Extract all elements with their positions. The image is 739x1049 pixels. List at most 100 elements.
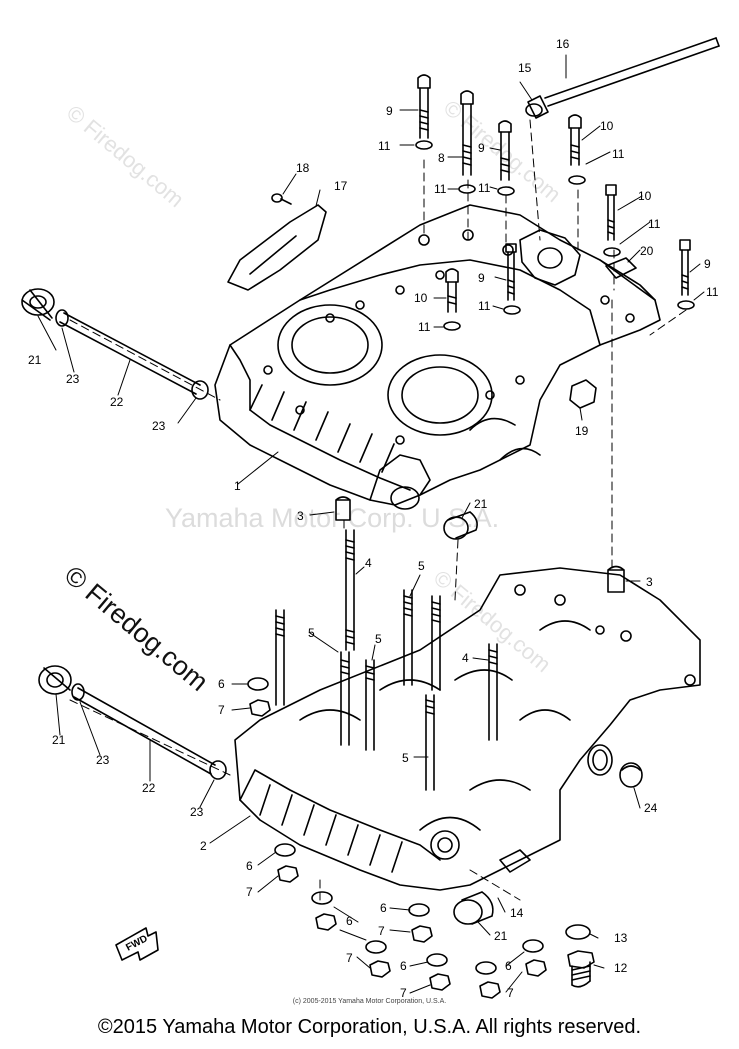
callout-12: 12 — [614, 961, 628, 975]
screw-18 — [271, 193, 292, 205]
cover-17 — [227, 204, 327, 291]
callout-6: 6 — [400, 959, 407, 973]
callout-21: 21 — [28, 353, 42, 367]
stud-5-c — [365, 659, 375, 751]
stud-5-d — [403, 589, 413, 686]
callout-21: 21 — [474, 497, 488, 511]
callout-10: 10 — [600, 119, 614, 133]
bolt-9-mid — [497, 120, 515, 196]
collar-23-b — [191, 380, 209, 400]
callout-23: 23 — [190, 805, 204, 819]
callout-5: 5 — [375, 632, 382, 646]
assembly-guide-lines — [69, 119, 687, 901]
breather-pipe-16 — [544, 37, 720, 107]
bushing-21-mid — [443, 511, 478, 540]
callout-11: 11 — [418, 320, 431, 334]
callout-11: 11 — [706, 285, 719, 299]
upper-crankcase — [214, 204, 661, 510]
callout-5: 5 — [418, 559, 425, 573]
bolt-9-right — [677, 239, 695, 310]
collar-23-c — [71, 683, 85, 701]
callout-7: 7 — [507, 986, 514, 1000]
bushing-21-bottom — [453, 891, 494, 925]
callout-9: 9 — [386, 104, 393, 118]
callout-5: 5 — [402, 751, 409, 765]
stud-4-long — [345, 529, 355, 651]
callout-22: 22 — [142, 781, 156, 795]
callout-9: 9 — [478, 141, 485, 155]
bolt-9-left — [415, 74, 433, 150]
nut-7-a — [249, 699, 271, 717]
washer-20 — [605, 257, 637, 279]
callout-16: 16 — [556, 37, 570, 51]
dowel-3-right — [607, 565, 625, 593]
washer-6-e — [408, 903, 430, 917]
callout-6: 6 — [246, 859, 253, 873]
callout-21: 21 — [52, 733, 66, 747]
gasket-13 — [565, 924, 591, 940]
shaft-22-lower — [73, 687, 216, 775]
callout-11: 11 — [434, 182, 447, 196]
callout-4: 4 — [462, 651, 469, 665]
shaft-22-upper — [59, 312, 201, 395]
collar-23-d — [209, 760, 227, 780]
callout-4: 4 — [365, 556, 372, 570]
stud-5-b — [340, 651, 350, 746]
stud-5-a — [275, 609, 285, 706]
callout-6: 6 — [505, 959, 512, 973]
collar-23-a — [55, 309, 69, 327]
nut-7-c — [315, 913, 337, 931]
callout-9: 9 — [478, 271, 485, 285]
callout-19: 19 — [575, 424, 589, 438]
fwd-arrow — [115, 927, 159, 961]
stud-5-f — [425, 694, 435, 791]
callout-5: 5 — [308, 626, 315, 640]
nut-7-g — [479, 981, 501, 999]
nut-7-h — [525, 959, 547, 977]
callout-7: 7 — [246, 885, 253, 899]
callout-11: 11 — [478, 299, 491, 313]
fitting-15 — [525, 95, 549, 119]
callout-22: 22 — [110, 395, 124, 409]
callout-23: 23 — [152, 419, 166, 433]
callout-2: 2 — [200, 839, 207, 853]
callout-11: 11 — [648, 217, 661, 231]
callout-7: 7 — [378, 924, 385, 938]
bolt-10-center — [443, 268, 461, 331]
bolt-10-right — [603, 184, 621, 257]
small-copyright: (c) 2005-2015 Yamaha Motor Corporation, … — [292, 998, 447, 1005]
callout-24: 24 — [644, 801, 658, 815]
callout-13: 13 — [614, 931, 628, 945]
callout-8: 8 — [438, 151, 445, 165]
lower-crankcase — [234, 567, 701, 891]
nut-7-b — [277, 865, 299, 883]
washer-6-d — [365, 940, 387, 954]
nut-7-f — [429, 973, 451, 991]
nut-7-e — [411, 925, 433, 943]
callout-7: 7 — [218, 703, 225, 717]
callout-11: 11 — [378, 139, 391, 153]
callout-15: 15 — [518, 61, 532, 75]
callout-6: 6 — [218, 677, 225, 691]
drain-plug-12 — [567, 950, 595, 988]
callout-3: 3 — [646, 575, 653, 589]
callout-11: 11 — [478, 181, 491, 195]
callout-10: 10 — [414, 291, 428, 305]
callout-23: 23 — [96, 753, 110, 767]
callout-6: 6 — [346, 914, 353, 928]
callout-3: 3 — [297, 509, 304, 523]
stud-4-right — [488, 643, 498, 741]
washer-6-c — [311, 891, 333, 905]
callout-6: 6 — [380, 901, 387, 915]
callout-10: 10 — [638, 189, 652, 203]
stud-5-e — [431, 595, 441, 691]
callout-18: 18 — [296, 161, 310, 175]
block-19 — [569, 379, 597, 409]
washer-6-f — [426, 953, 448, 967]
fwd-label: FWD — [124, 933, 149, 953]
callout-23: 23 — [66, 372, 80, 386]
washer-6-h — [522, 939, 544, 953]
bolt-10-upper — [568, 114, 586, 185]
callout-20: 20 — [640, 244, 654, 258]
